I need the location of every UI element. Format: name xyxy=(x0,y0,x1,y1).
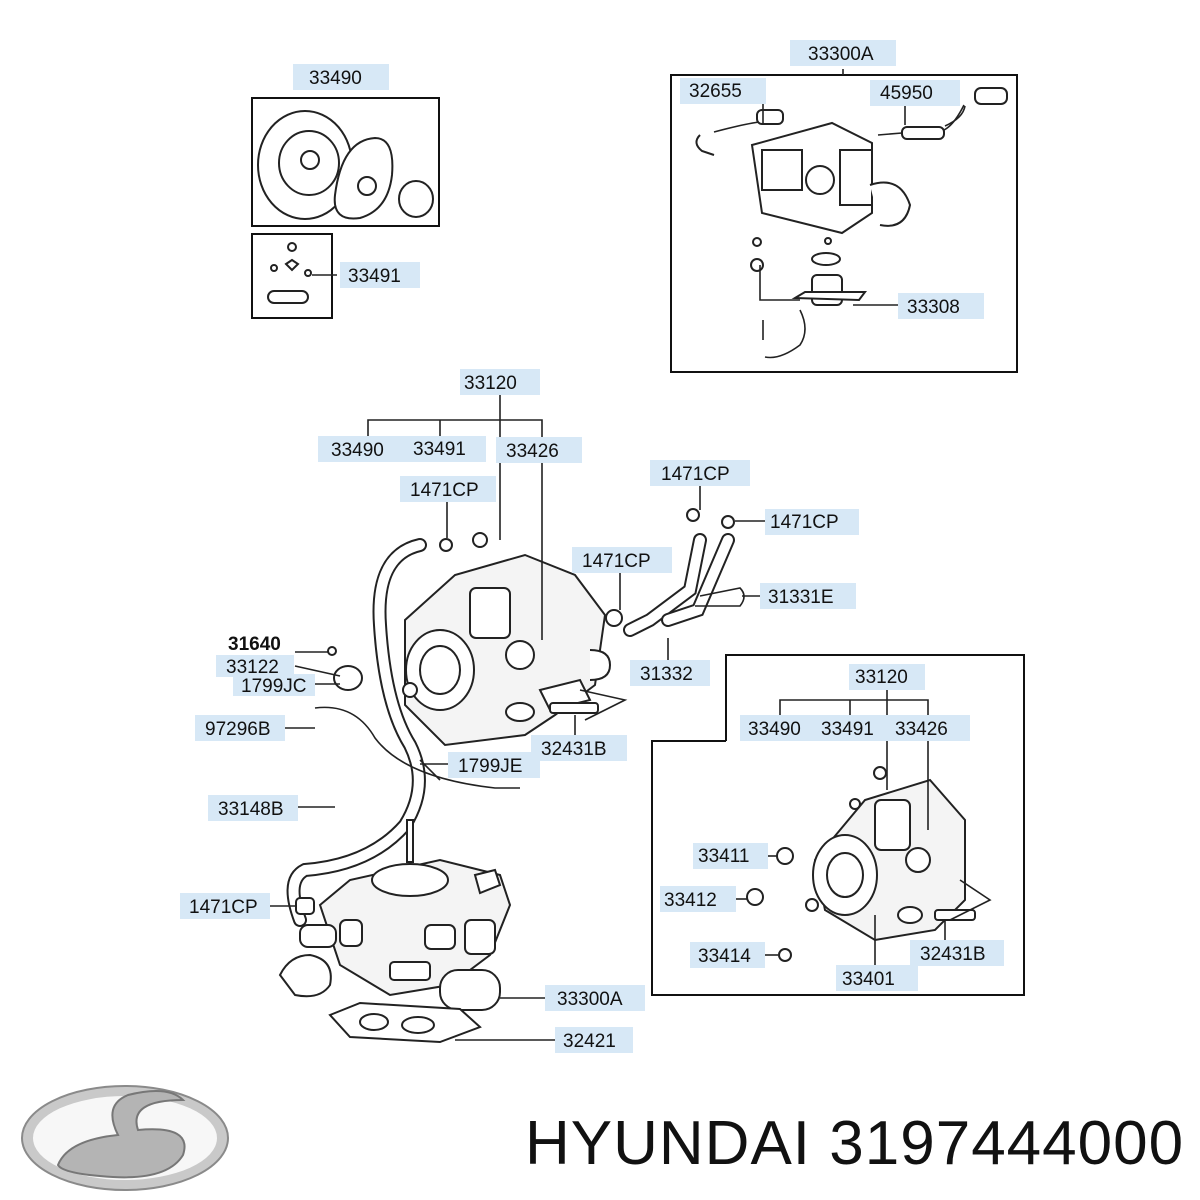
callout-32421: 32421 xyxy=(563,1031,616,1052)
diaphragm-kit-drawing xyxy=(257,110,434,220)
callout-1799je: 1799JE xyxy=(458,756,522,777)
callout-33300a-bottom: 33300A xyxy=(557,989,623,1010)
callout-33491-inset: 33491 xyxy=(821,719,874,740)
callout-33491-mid: 33491 xyxy=(413,439,466,460)
callout-33426-inset: 33426 xyxy=(895,719,948,740)
vaporizer-drawing xyxy=(327,532,628,747)
callout-33490-inset: 33490 xyxy=(748,719,801,740)
gasket-kit-drawing xyxy=(267,242,312,304)
inset-vaporizer-drawing xyxy=(746,766,992,962)
callout-33490-mid: 33490 xyxy=(331,440,384,461)
callout-labels: 33490 33491 33300A 32655 45950 33308 331… xyxy=(180,40,1004,1053)
callout-1799jc: 1799JC xyxy=(241,676,307,697)
callout-33426-mid: 33426 xyxy=(506,441,559,462)
callout-45950: 45950 xyxy=(880,83,933,104)
callout-31332: 31332 xyxy=(640,664,693,685)
brand-part-caption: HYUNDAI 3197444000 xyxy=(525,1108,1184,1179)
throttle-body-drawing xyxy=(278,819,512,1044)
callout-33148b: 33148B xyxy=(218,799,284,820)
callout-31331e: 31331E xyxy=(768,587,834,608)
callout-33120-inset: 33120 xyxy=(855,667,908,688)
callout-32655: 32655 xyxy=(689,81,742,102)
callout-33414: 33414 xyxy=(698,946,751,967)
throttle-assembly-drawing xyxy=(695,87,1008,359)
callout-1471cp-e: 1471CP xyxy=(189,897,258,918)
callout-33401: 33401 xyxy=(842,969,895,990)
callout-33412: 33412 xyxy=(664,890,717,911)
callout-31640: 31640 xyxy=(228,634,281,655)
callout-33411: 33411 xyxy=(698,846,749,867)
callout-32431b-inset: 32431B xyxy=(920,944,986,965)
brand-name: HYUNDAI xyxy=(525,1109,812,1178)
hyundai-logo-icon xyxy=(21,1085,229,1191)
callout-32431b: 32431B xyxy=(541,739,607,760)
callout-1471cp-c: 1471CP xyxy=(770,512,839,533)
callout-33122: 33122 xyxy=(226,657,279,678)
callout-33308: 33308 xyxy=(907,297,960,318)
callout-1471cp-a: 1471CP xyxy=(410,480,479,501)
vaporizer-inset-frame xyxy=(651,654,1025,996)
kit-frame xyxy=(251,97,440,227)
callout-1471cp-d: 1471CP xyxy=(582,551,651,572)
callout-1471cp-b: 1471CP xyxy=(661,464,730,485)
part-number: 3197444000 xyxy=(829,1109,1185,1178)
gasket-kit-frame xyxy=(251,233,333,319)
callout-33490-top: 33490 xyxy=(309,68,362,89)
callout-97296b: 97296B xyxy=(205,719,271,740)
callout-33491-top: 33491 xyxy=(348,266,401,287)
leader-lines xyxy=(258,69,946,1041)
throttle-assembly-frame xyxy=(670,74,1018,373)
callout-33120: 33120 xyxy=(464,373,517,394)
callout-33300a-top: 33300A xyxy=(808,44,874,65)
